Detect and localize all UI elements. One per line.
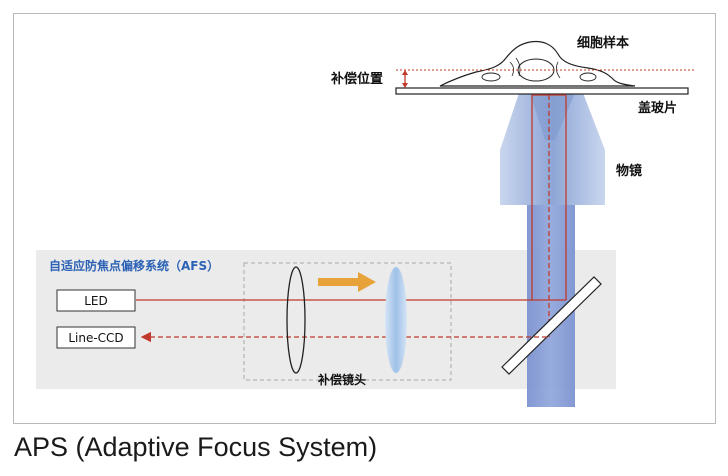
line-ccd-box bbox=[56, 326, 136, 349]
led-box bbox=[56, 289, 136, 312]
cover-glass bbox=[395, 87, 689, 95]
figure-caption: APS (Adaptive Focus System) bbox=[14, 432, 378, 462]
lens-movement-arrow bbox=[318, 272, 376, 292]
objective-inner-shade bbox=[530, 93, 575, 140]
cover-glass-label: 盖玻片 bbox=[638, 100, 677, 116]
compensation-position-label: 补偿位置 bbox=[330, 71, 383, 87]
cell-organelle bbox=[481, 72, 501, 82]
cell-sample bbox=[439, 40, 636, 87]
compensation-lens-blue bbox=[385, 267, 407, 373]
objective-lens bbox=[500, 93, 605, 205]
afs-panel bbox=[36, 250, 616, 389]
afs-title: 自适应防焦点偏移系统（AFS） bbox=[49, 258, 219, 273]
line-ccd-label: Line-CCD bbox=[68, 331, 123, 345]
objective-label: 物镜 bbox=[616, 163, 642, 179]
cell-organelle bbox=[579, 72, 597, 82]
compensation-lens-outline bbox=[286, 266, 306, 374]
dichroic-mirror bbox=[501, 276, 602, 375]
compensation-lens-box bbox=[243, 262, 452, 381]
compensation-arrowheads bbox=[402, 70, 408, 88]
cell-sample-label: 细胞样本 bbox=[577, 35, 629, 51]
led-label: LED bbox=[84, 294, 108, 308]
compensation-lens-label: 补偿镜头 bbox=[317, 372, 366, 387]
